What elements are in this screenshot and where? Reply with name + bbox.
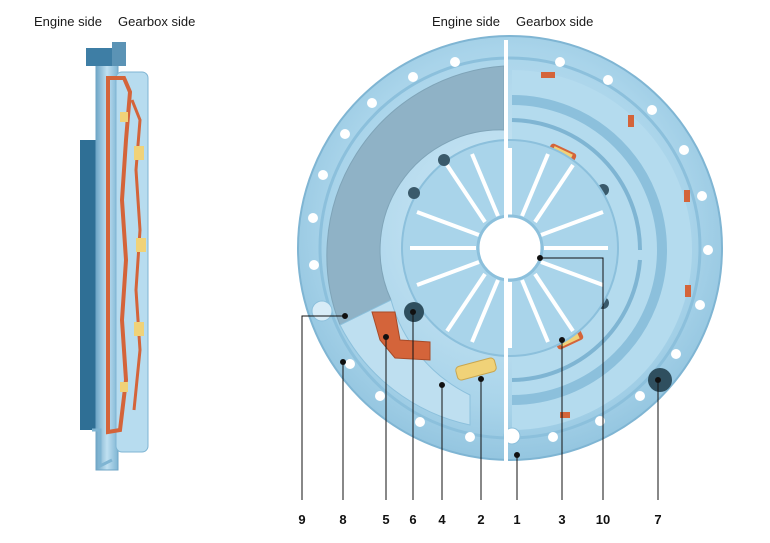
right-engine-side-label: Engine side <box>432 14 500 29</box>
left-gearbox-side-label: Gearbox side <box>118 14 196 29</box>
flywheel-face <box>80 140 98 430</box>
orange-lever-5 <box>371 311 431 361</box>
cover-holes <box>308 57 713 442</box>
callout-2: 2 <box>477 512 485 527</box>
split-line <box>504 40 508 510</box>
callout-lines <box>301 255 661 500</box>
callout-4: 4 <box>438 512 446 527</box>
right-gearbox-side-label: Gearbox side <box>516 14 594 29</box>
front-view <box>297 35 723 510</box>
callout-7: 7 <box>654 512 662 527</box>
pressure-plate-profile <box>106 76 133 435</box>
spring-mid <box>136 238 146 252</box>
spring-low <box>134 322 144 336</box>
callout-1: 1 <box>513 512 521 527</box>
callout-9: 9 <box>298 512 306 527</box>
pressure-plate-cutaway <box>326 65 505 326</box>
cover-body <box>115 71 149 453</box>
callout-5: 5 <box>382 512 390 527</box>
callout-10: 10 <box>595 512 611 527</box>
dowel-block <box>86 48 112 66</box>
callout-3: 3 <box>558 512 566 527</box>
spring-top <box>134 146 144 160</box>
callout-8: 8 <box>339 512 347 527</box>
yellow-spring-2 <box>455 357 497 381</box>
left-engine-side-label: Engine side <box>34 14 102 29</box>
center-hub-hole <box>476 214 544 282</box>
side-section-view <box>80 42 149 471</box>
callout-6: 6 <box>409 512 417 527</box>
